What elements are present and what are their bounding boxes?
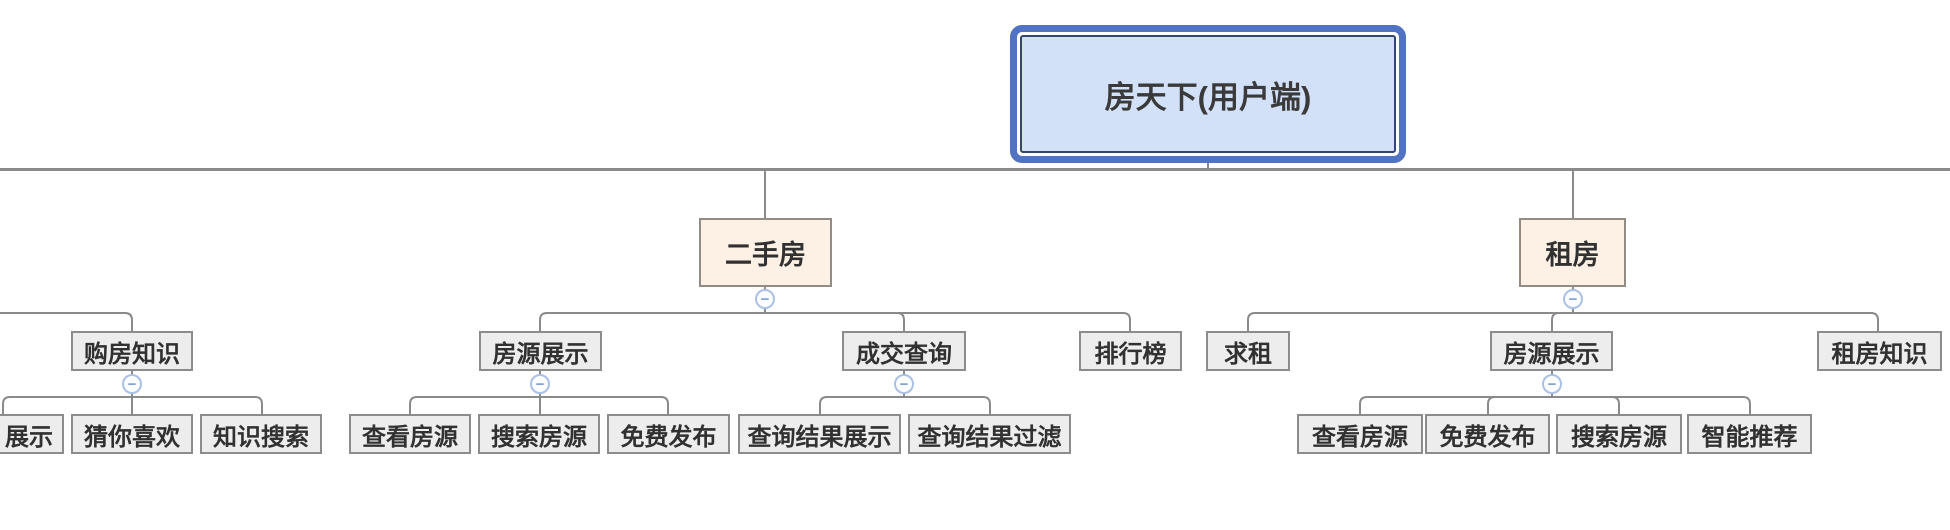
node-free-publish-right[interactable]: 免费发布 <box>1425 414 1550 454</box>
node-query-result-filter[interactable]: 查询结果过滤 <box>908 414 1071 454</box>
minus-glyph: − <box>535 375 545 393</box>
node-label: 房源展示 <box>492 340 589 368</box>
node-root[interactable]: 房天下(用户端) <box>1020 35 1396 153</box>
node-ranking[interactable]: 排行榜 <box>1079 331 1182 371</box>
node-rent-house[interactable]: 租房 <box>1519 218 1626 287</box>
collapse-icon[interactable]: − <box>755 289 775 309</box>
node-free-publish-left[interactable]: 免费发布 <box>607 414 730 454</box>
node-search-listing-right[interactable]: 搜索房源 <box>1556 414 1682 454</box>
node-guess-you-like[interactable]: 猜你喜欢 <box>71 414 193 454</box>
collapse-icon[interactable]: − <box>122 374 142 394</box>
node-label: 求租 <box>1224 340 1272 368</box>
collapse-icon[interactable]: − <box>1563 289 1583 309</box>
node-knowledge-search[interactable]: 知识搜索 <box>200 414 322 454</box>
node-label: 搜索房源 <box>1571 423 1667 451</box>
node-rent-knowledge[interactable]: 租房知识 <box>1817 331 1942 371</box>
node-label: 租房知识 <box>1831 340 1928 368</box>
node-view-listing-left[interactable]: 查看房源 <box>349 414 471 454</box>
node-view-listing-right[interactable]: 查看房源 <box>1297 414 1423 454</box>
minus-glyph: − <box>1568 290 1578 308</box>
node-query-result-display[interactable]: 查询结果展示 <box>738 414 901 454</box>
minus-glyph: − <box>1547 375 1557 393</box>
node-label: 查看房源 <box>362 423 458 451</box>
node-label: 查询结果展示 <box>747 423 892 451</box>
node-label: 房天下(用户端) <box>1104 79 1312 115</box>
collapse-icon[interactable]: − <box>1542 374 1562 394</box>
node-label: 查看房源 <box>1312 423 1408 451</box>
node-label: 免费发布 <box>620 423 717 451</box>
node-label: 展示 <box>5 423 53 451</box>
node-label: 排行榜 <box>1094 340 1167 368</box>
node-listing-display-right[interactable]: 房源展示 <box>1490 331 1613 371</box>
node-label: 二手房 <box>725 240 806 270</box>
node-seek-rent[interactable]: 求租 <box>1206 331 1290 371</box>
node-buy-knowledge[interactable]: 购房知识 <box>71 331 193 371</box>
node-label: 知识搜索 <box>213 423 309 451</box>
minus-glyph: − <box>899 375 909 393</box>
node-label: 智能推荐 <box>1701 423 1798 451</box>
node-label: 租房 <box>1545 240 1600 270</box>
minus-glyph: − <box>127 375 137 393</box>
collapse-icon[interactable]: − <box>530 374 550 394</box>
node-label: 搜索房源 <box>491 423 587 451</box>
collapse-icon[interactable]: − <box>894 374 914 394</box>
node-label: 猜你喜欢 <box>84 423 180 451</box>
node-label: 免费发布 <box>1439 423 1536 451</box>
node-label: 成交查询 <box>856 340 952 368</box>
node-listing-display-left[interactable]: 房源展示 <box>479 331 602 371</box>
root-selection-ring: 房天下(用户端) <box>1010 25 1406 163</box>
node-label: 房源展示 <box>1503 340 1600 368</box>
minus-glyph: − <box>760 290 770 308</box>
node-label: 购房知识 <box>84 340 180 368</box>
node-clipped-display[interactable]: 展示 <box>0 414 64 454</box>
node-deal-query[interactable]: 成交查询 <box>842 331 966 371</box>
node-smart-recommend[interactable]: 智能推荐 <box>1687 414 1812 454</box>
node-search-listing-left[interactable]: 搜索房源 <box>478 414 600 454</box>
node-label: 查询结果过滤 <box>917 423 1062 451</box>
node-second-hand-house[interactable]: 二手房 <box>699 218 832 287</box>
